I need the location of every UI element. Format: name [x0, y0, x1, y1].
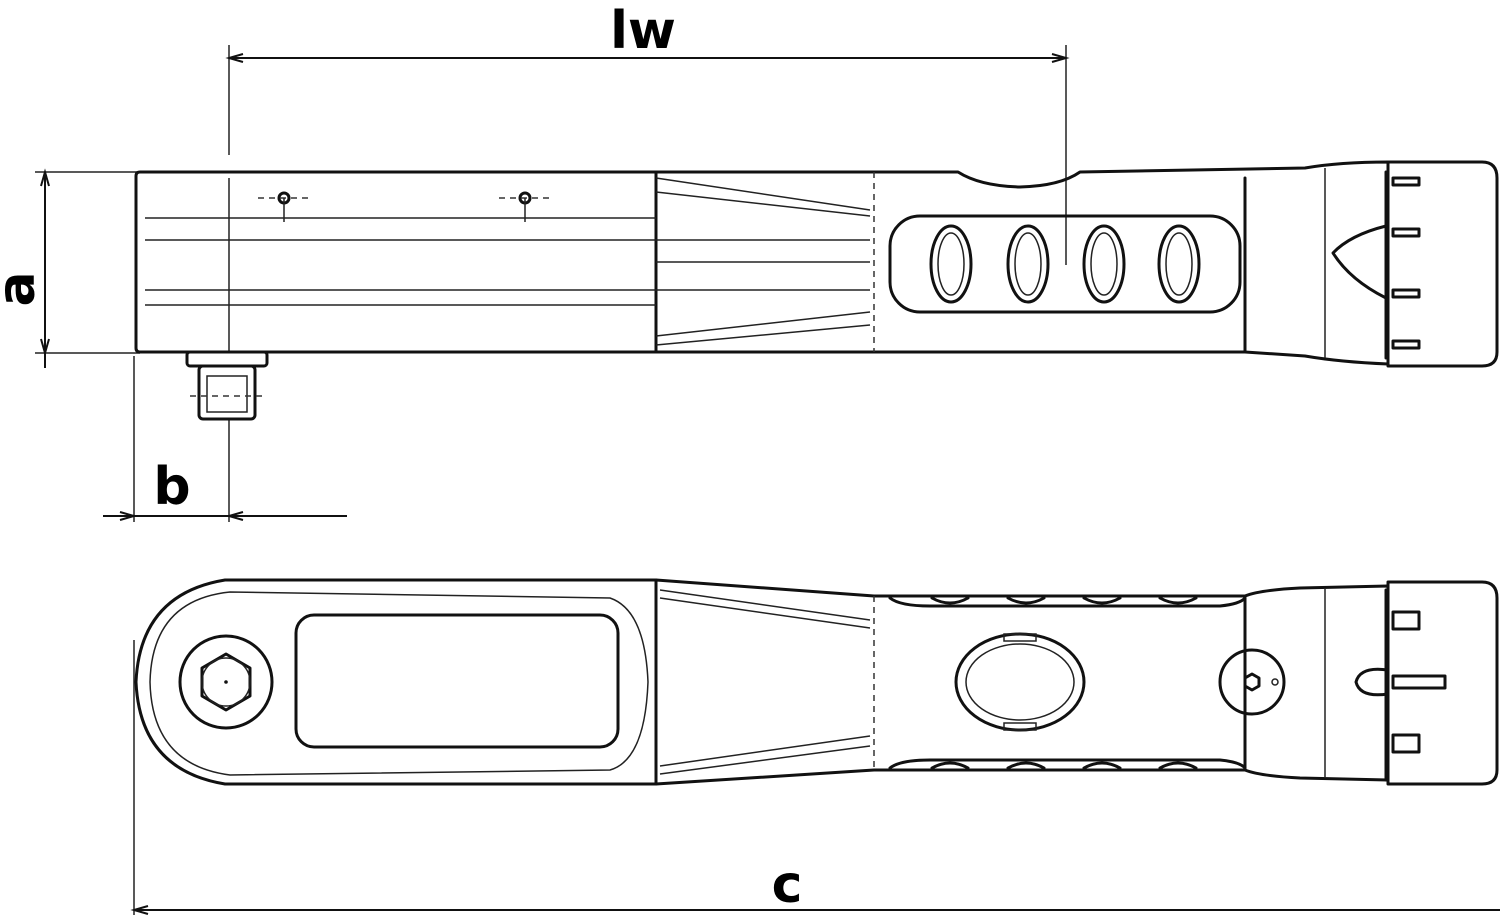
side-view-screw-1 — [258, 191, 310, 222]
side-view-head-lines — [145, 177, 871, 352]
top-view-grip-bumps-top — [888, 596, 1247, 608]
wrench-side-view — [134, 160, 1499, 421]
dimension-b: b — [103, 356, 347, 522]
top-view-ratchet-head — [178, 634, 274, 730]
dimension-label-lw: lw — [610, 1, 676, 61]
top-view-oval-button — [954, 632, 1086, 732]
top-view-grip-bumps-bottom — [888, 758, 1247, 770]
side-view-grip-panel — [888, 214, 1242, 314]
side-view-screw-2 — [499, 191, 551, 222]
dimension-a: a — [0, 168, 140, 368]
dimension-label-b: b — [153, 457, 190, 517]
side-view-end-cap — [1386, 160, 1499, 368]
dimension-c: c — [130, 640, 1500, 915]
side-view-clip — [1331, 224, 1388, 300]
top-view-end-cap — [1386, 580, 1499, 786]
side-view-grip-ovals — [929, 224, 1201, 304]
top-view-cap-ribs — [1391, 610, 1447, 754]
dimension-lw: lw — [225, 1, 1070, 265]
side-view-square-drive — [185, 350, 269, 421]
top-view-display-window — [294, 613, 620, 749]
top-view-rear-button — [1218, 648, 1286, 716]
top-view-body-outline — [134, 578, 1390, 786]
top-view-clip — [1354, 667, 1390, 697]
wrench-top-view — [134, 578, 1499, 786]
top-view-taper-lines — [659, 589, 871, 775]
dimension-label-a: a — [0, 271, 47, 306]
dimension-label-c: c — [772, 855, 803, 915]
side-view-cap-ribs — [1391, 176, 1421, 350]
